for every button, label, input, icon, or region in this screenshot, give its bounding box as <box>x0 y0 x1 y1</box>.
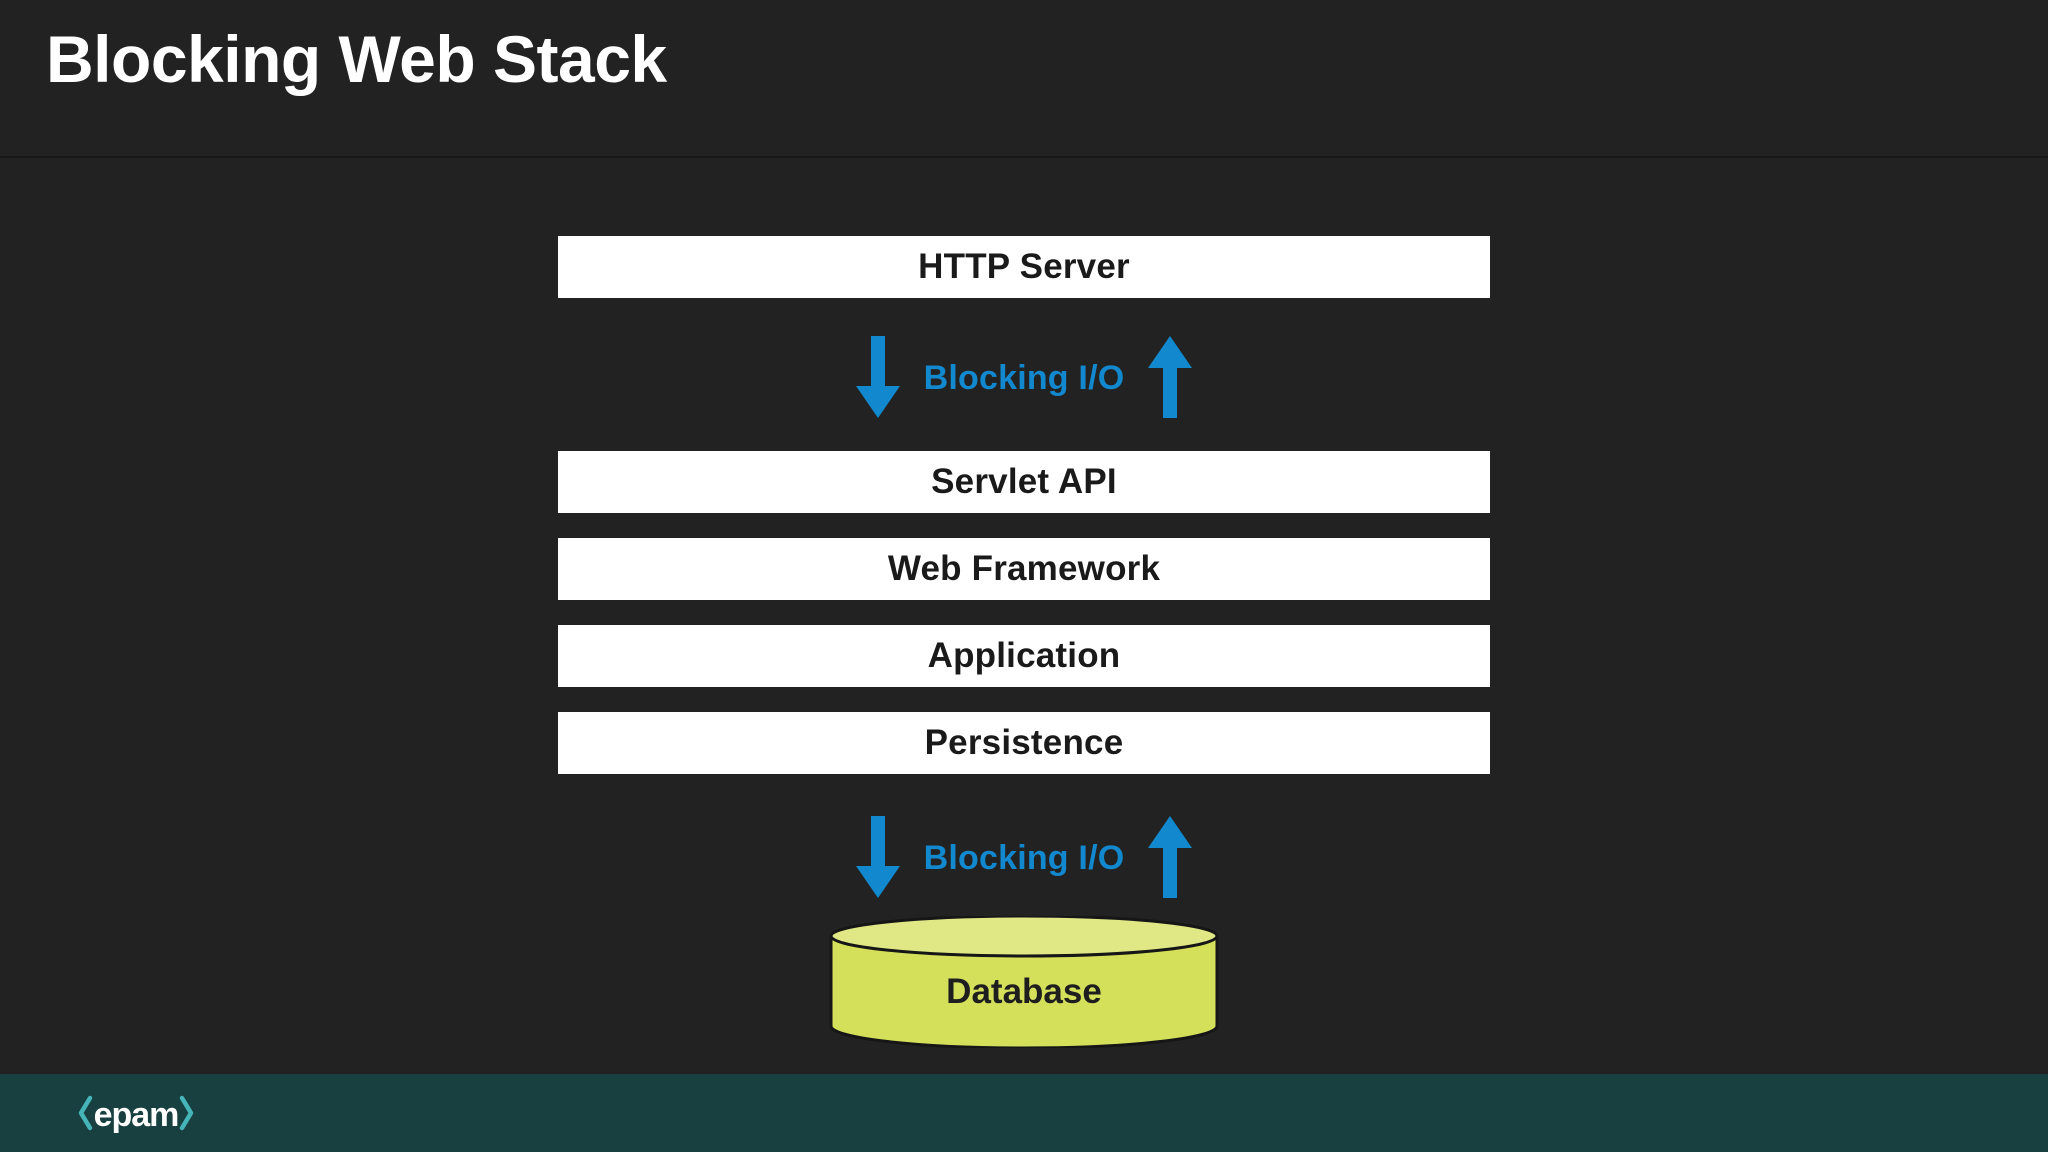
arrow-down-icon <box>854 816 902 900</box>
stack-box-http-server[interactable]: HTTP Server <box>558 236 1490 298</box>
database-icon <box>829 916 1219 1048</box>
slide-header: Blocking Web Stack <box>0 0 2048 158</box>
connector-label: Blocking I/O <box>923 838 1125 877</box>
stack-box-application[interactable]: Application <box>558 625 1490 687</box>
connector-blocking-io-bottom: Blocking I/O <box>558 806 1490 910</box>
slide-footer: epam <box>0 1074 2048 1152</box>
stack-box-servlet-api[interactable]: Servlet API <box>558 451 1490 513</box>
stack-box-label: Persistence <box>924 723 1124 762</box>
arrow-up-icon <box>1146 816 1194 900</box>
epam-logo[interactable]: epam <box>76 1090 196 1136</box>
connector-label: Blocking I/O <box>923 358 1125 397</box>
arrow-up-icon <box>1146 336 1194 420</box>
page-title: Blocking Web Stack <box>46 22 667 96</box>
svg-text:epam: epam <box>94 1096 179 1134</box>
arrow-down-icon <box>854 336 902 420</box>
blocking-web-stack-diagram: HTTP Server Blocking I/O Servlet A <box>0 158 2048 1074</box>
stack-box-label: HTTP Server <box>918 247 1130 286</box>
epam-logo-icon: epam <box>78 1095 194 1134</box>
stack-box-persistence[interactable]: Persistence <box>558 712 1490 774</box>
stack-box-label: Web Framework <box>887 549 1161 588</box>
stack-box-label: Application <box>927 636 1121 675</box>
connector-blocking-io-top: Blocking I/O <box>558 326 1490 430</box>
stack-box-web-framework[interactable]: Web Framework <box>558 538 1490 600</box>
database-cylinder[interactable]: Database <box>828 916 1220 1048</box>
stack-box-label: Servlet API <box>931 462 1117 501</box>
